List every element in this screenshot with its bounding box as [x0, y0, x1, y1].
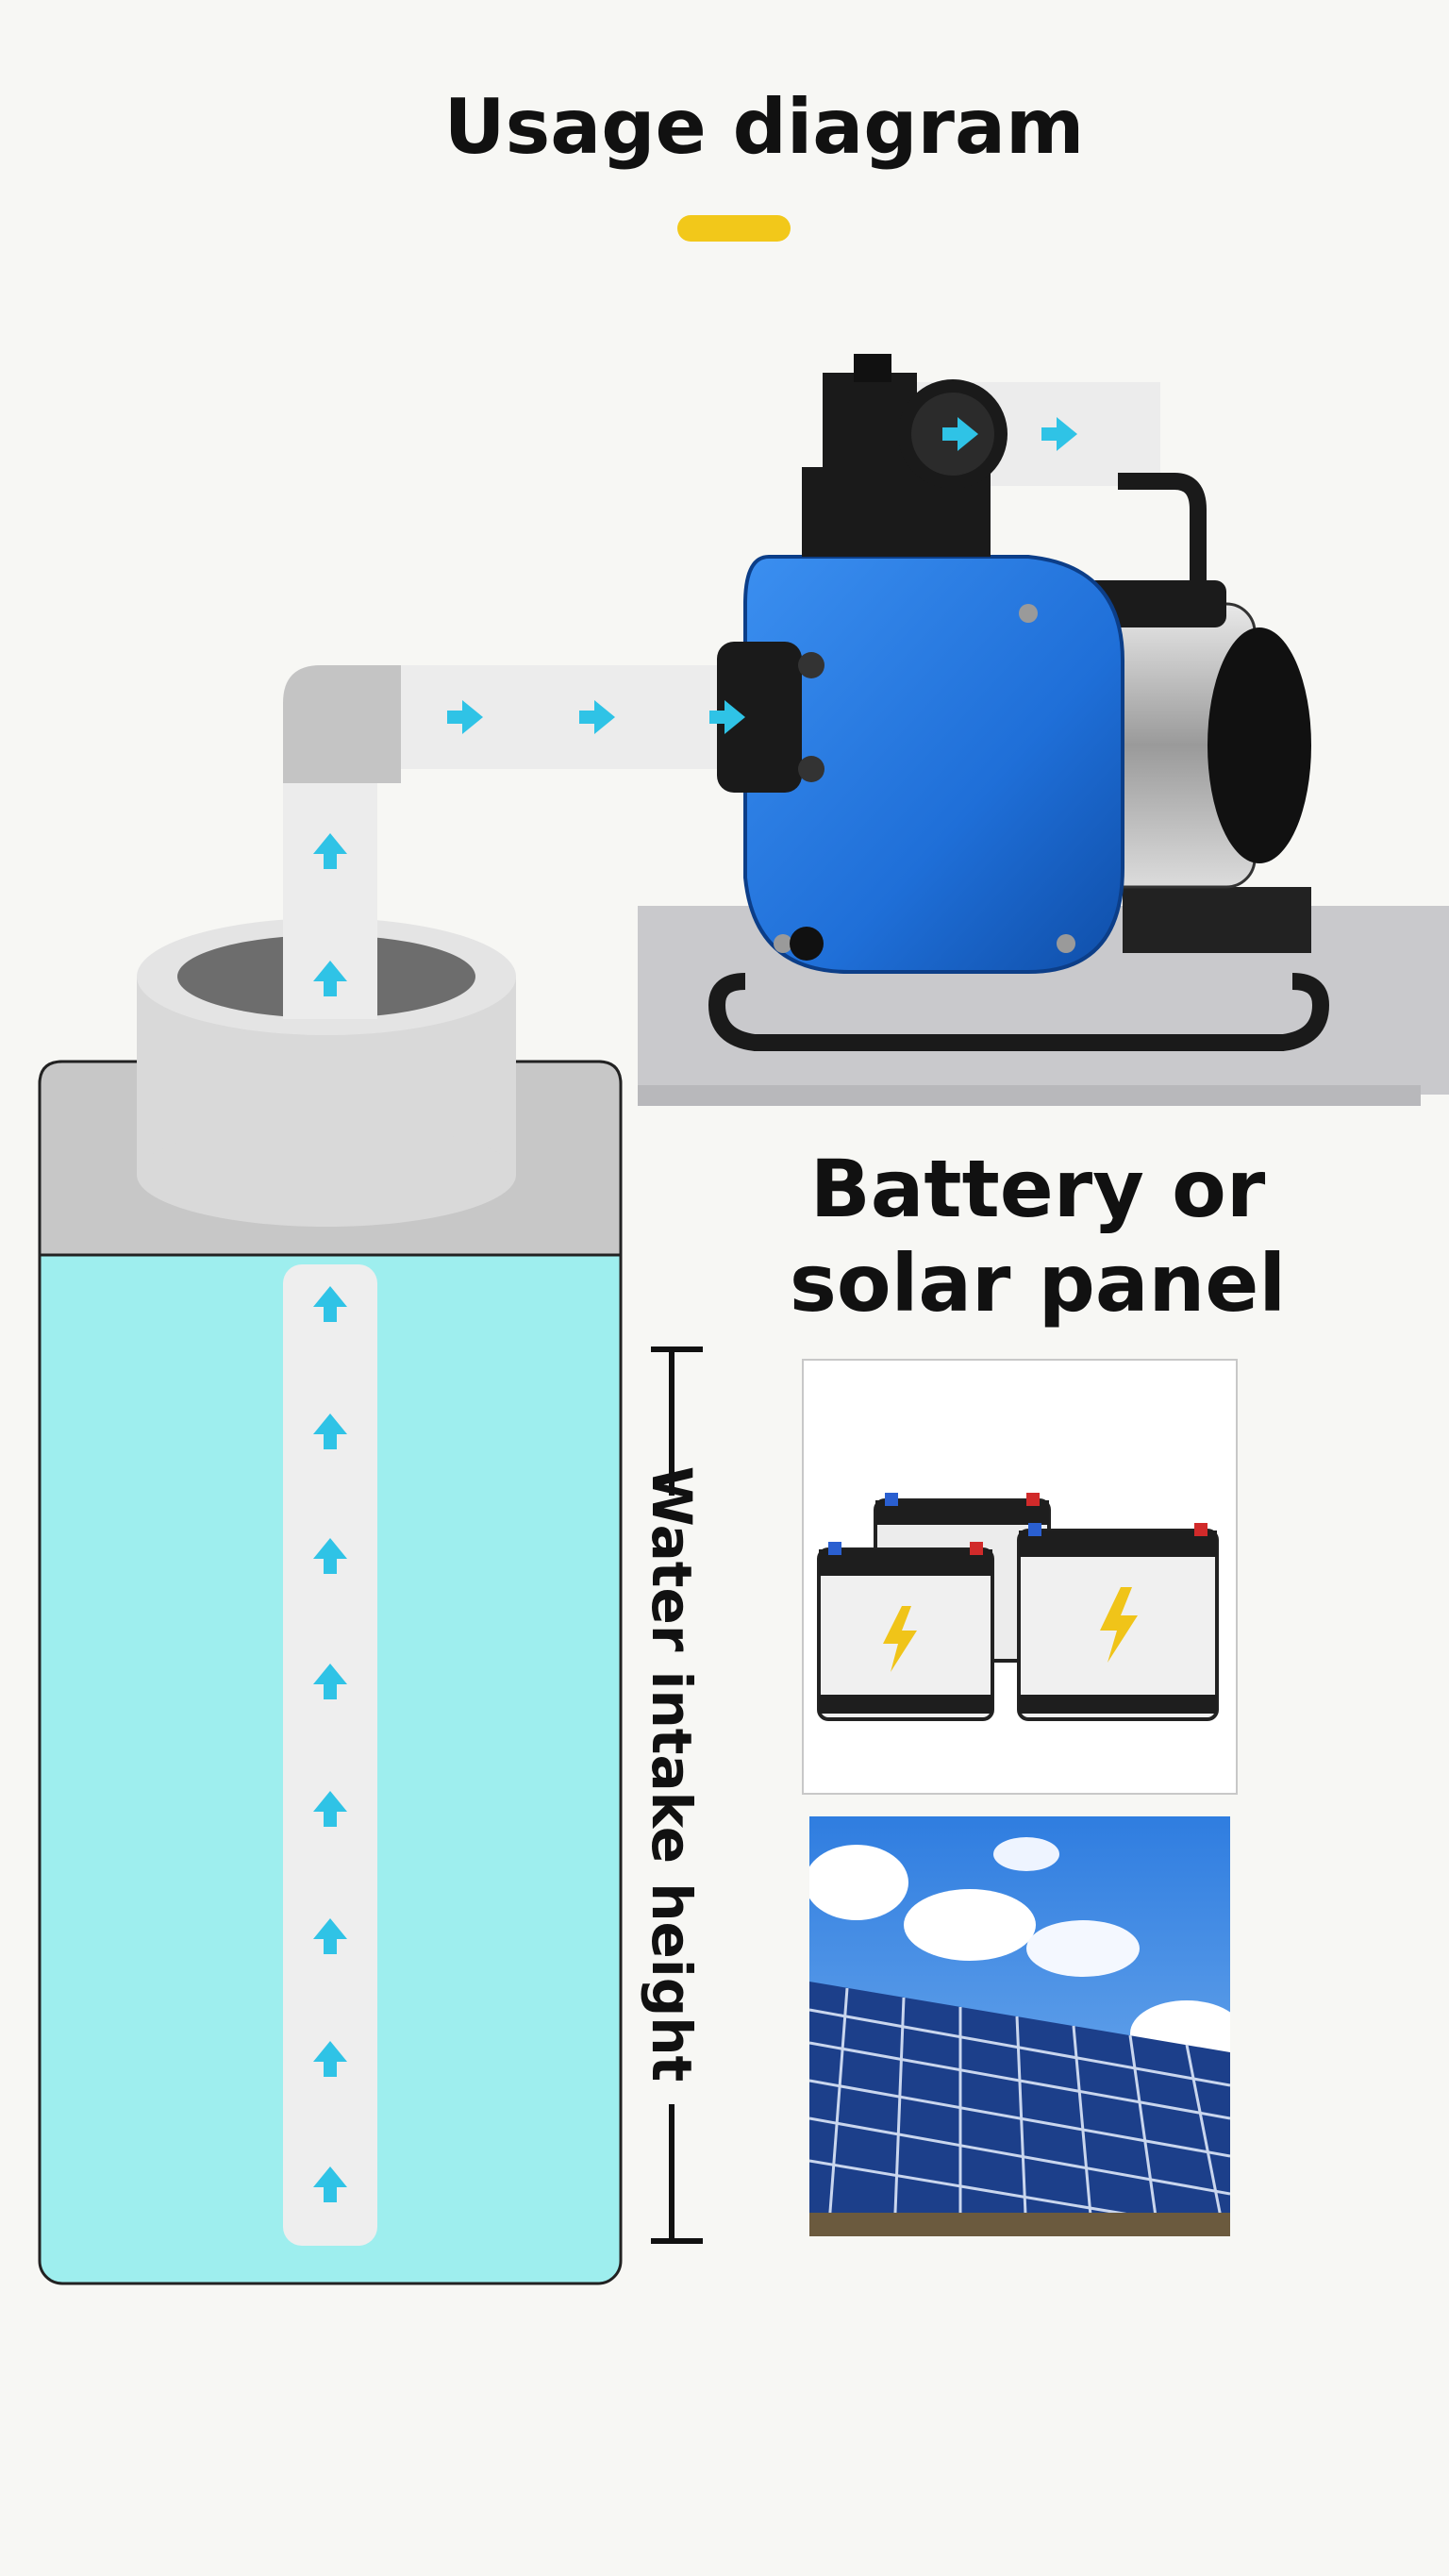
pump-body: [743, 555, 1124, 974]
inlet-flange: [717, 642, 802, 793]
solar-panel-icon: [805, 1816, 1243, 2237]
page-title: Usage diagram: [443, 83, 1085, 171]
water-intake-height-label: Water intake height: [640, 1465, 704, 2083]
battery-photo: [802, 1359, 1238, 1795]
battery-icon: [817, 1493, 1219, 1721]
power-source-title: Battery or solar panel: [774, 1142, 1302, 1330]
pump-frame: [1118, 473, 1207, 925]
solar-panel-photo: [805, 1816, 1243, 2237]
elbow-fitting: [283, 665, 401, 783]
title-underline: [677, 215, 791, 242]
suction-pipe: [283, 1264, 377, 2246]
power-source-title-line1: Battery or: [809, 1143, 1266, 1235]
height-measure: [651, 1347, 703, 2244]
power-source-title-line2: solar panel: [789, 1237, 1287, 1330]
